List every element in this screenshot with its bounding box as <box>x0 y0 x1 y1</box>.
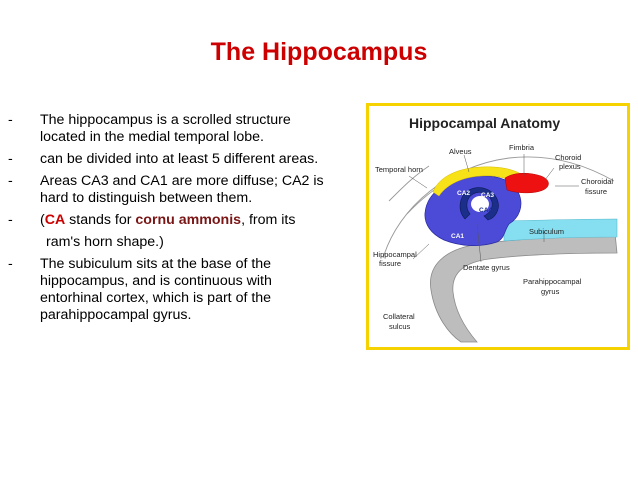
bullet-line: hard to distinguish between them. <box>40 190 253 206</box>
bullet-line: can be divided into at least 5 different… <box>40 151 319 167</box>
label-fimbria: Fimbria <box>509 143 535 152</box>
bullet-line: The hippocampus is a scrolled structure <box>40 112 291 128</box>
label-choroidal-fissure-1: Choroidal <box>581 177 613 186</box>
figure-title: Hippocampal Anatomy <box>409 115 560 131</box>
bullet-line: parahippocampal gyrus. <box>40 307 192 323</box>
dentate-gyrus-shape <box>459 187 499 221</box>
label-ca4: CA4 <box>479 207 492 214</box>
bullet-list: - The hippocampus is a scrolled structur… <box>8 112 363 324</box>
slide-title: The Hippocampus <box>210 38 428 66</box>
parahippocampal-gyrus-shape <box>430 232 618 343</box>
ventricle-wall <box>388 165 430 202</box>
term-cornu-ammonis: cornu ammonis <box>135 212 242 228</box>
subiculum-region <box>503 218 618 242</box>
bullet-line: located in the medial temporal lobe. <box>40 129 264 145</box>
bullet-item: - The subiculum sits at the base of the … <box>8 256 363 324</box>
label-dentate-gyrus: Dentate gyrus <box>463 263 510 272</box>
bullet-line: (CA stands for cornu ammonis, from its <box>40 212 363 229</box>
label-hippocampal-fissure-2: fissure <box>379 259 401 268</box>
bullet-line-continued: ram's horn shape.) <box>46 234 164 250</box>
label-ca1: CA1 <box>451 233 464 240</box>
label-collateral-sulcus-1: Collateral <box>383 312 415 321</box>
bullet-dash: - <box>8 112 13 128</box>
label-choroid-plexus-2: plexus <box>559 162 581 171</box>
label-collateral-sulcus-2: sulcus <box>389 322 411 331</box>
bullet-dash: - <box>8 151 13 167</box>
term-ca: CA <box>44 212 66 228</box>
bullet-line: hippocampus, and is continuous with <box>40 273 272 289</box>
label-parahippocampal-gyrus-1: Parahippocampal <box>523 277 582 286</box>
label-ca3: CA3 <box>481 192 494 199</box>
bullet-dash: - <box>8 256 13 272</box>
leader-lines <box>408 154 579 263</box>
bullet-line: entorhinal cortex, which is part of the <box>40 290 272 306</box>
text-run: ( <box>40 212 45 228</box>
label-choroidal-fissure-2: fissure <box>585 187 607 196</box>
hippocampal-anatomy-figure: Hippocampal Anatomy Alveus <box>366 103 630 350</box>
anatomy-diagram: Hippocampal Anatomy Alveus <box>373 115 618 343</box>
temporal-horn-contour <box>382 156 615 259</box>
label-parahippocampal-gyrus-2: gyrus <box>541 287 560 296</box>
ca4-region <box>471 196 489 212</box>
bullet-item: - The hippocampus is a scrolled structur… <box>8 112 363 146</box>
text-run: , from its <box>241 212 296 228</box>
label-temporal-horn: Temporal horn <box>375 165 423 174</box>
text-run: stands for <box>65 212 136 228</box>
label-ca2: CA2 <box>457 190 470 197</box>
bullet-dash: - <box>8 212 13 228</box>
label-choroid-plexus-1: Choroid <box>555 153 581 162</box>
label-hippocampal-fissure-1: Hippocampal <box>373 250 417 259</box>
fimbria-shape <box>504 173 549 194</box>
label-subiculum: Subiculum <box>529 227 564 236</box>
bullet-line: The subiculum sits at the base of the <box>40 256 272 272</box>
bullet-dash: - <box>8 173 13 189</box>
label-alveus: Alveus <box>449 147 472 156</box>
bullet-item: - Areas CA3 and CA1 are more diffuse; CA… <box>8 173 363 207</box>
bullet-item: - (CA stands for cornu ammonis, from its… <box>8 212 363 251</box>
bullet-line: Areas CA3 and CA1 are more diffuse; CA2 … <box>40 173 324 189</box>
bullet-item: - can be divided into at least 5 differe… <box>8 151 363 168</box>
